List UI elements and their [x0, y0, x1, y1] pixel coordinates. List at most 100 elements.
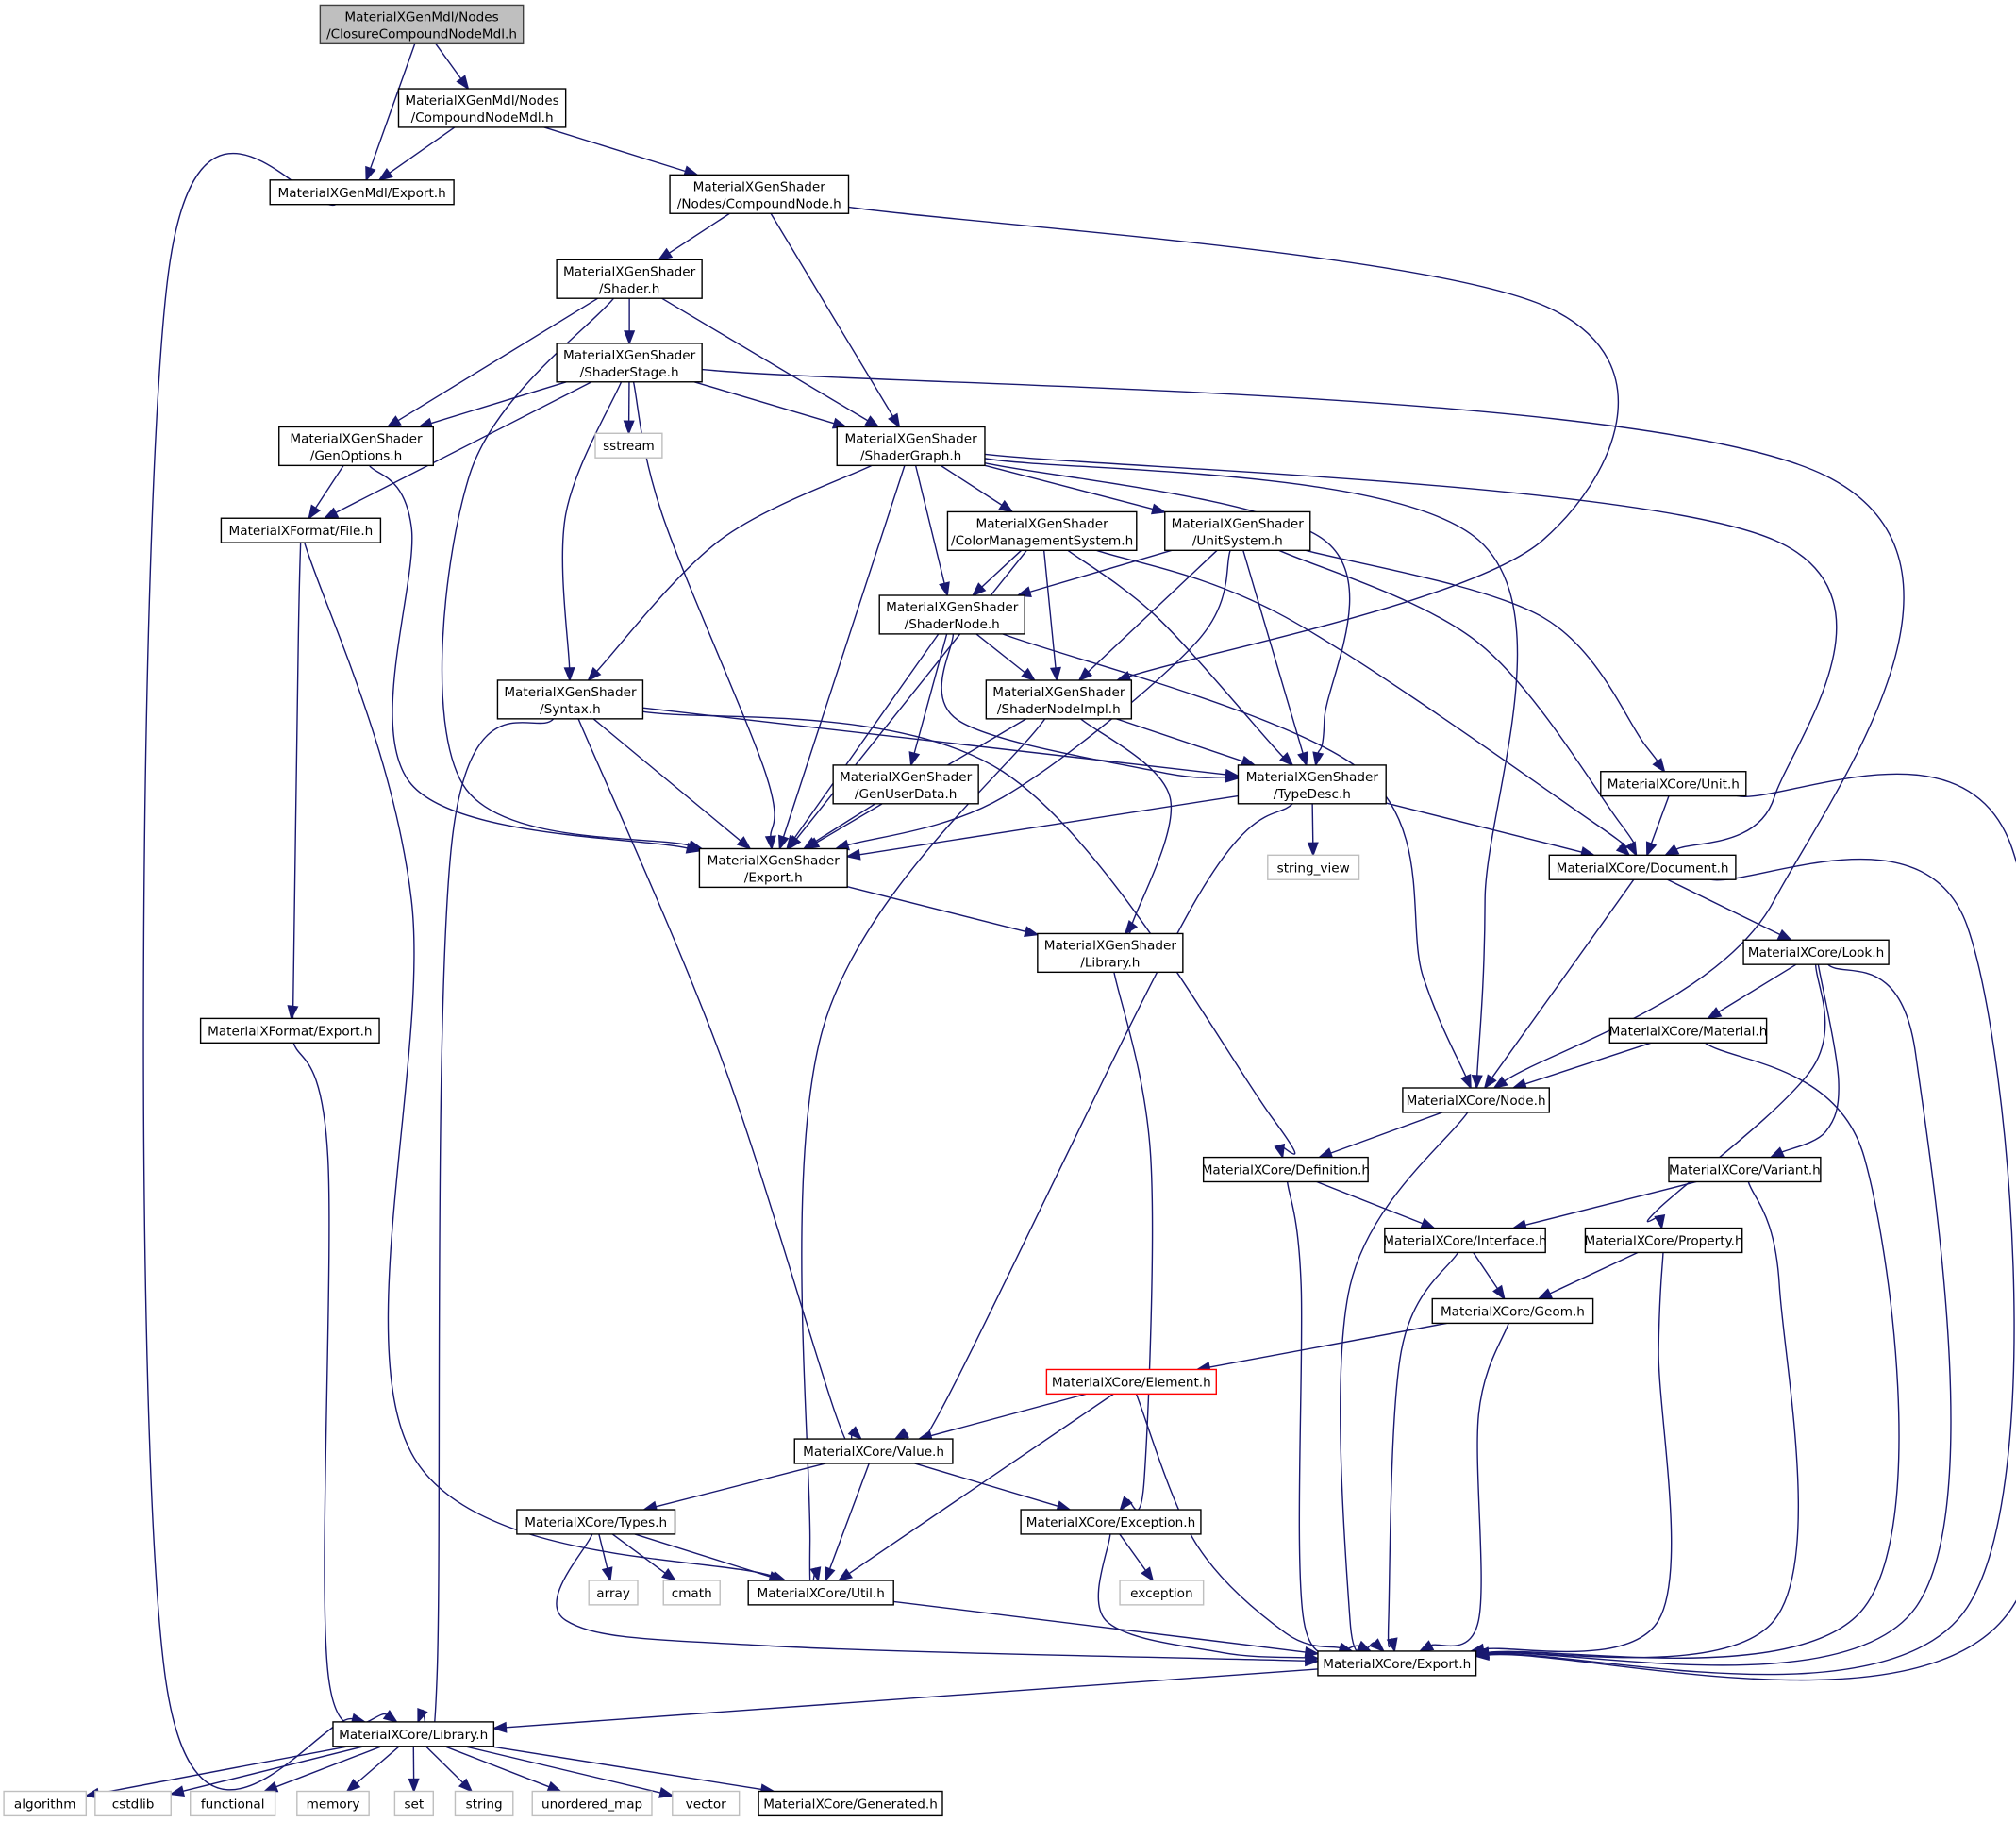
- node-document[interactable]: MaterialXCore/Document.h: [1548, 854, 1737, 880]
- node-userdata[interactable]: MaterialXGenShader/GenUserData.h: [832, 764, 979, 805]
- edge-graph-to-unitsys: [984, 464, 1167, 515]
- node-cms[interactable]: MaterialXGenShader/ColorManagementSystem…: [946, 510, 1138, 552]
- node-gsexport[interactable]: MaterialXGenShader/Export.h: [698, 847, 848, 889]
- node-snode[interactable]: MaterialXGenShader/ShaderNode.h: [878, 594, 1025, 635]
- node-box: [1431, 1297, 1594, 1325]
- node-label: /GenOptions.h: [310, 448, 402, 463]
- node-label: MaterialXCore/Variant.h: [1669, 1163, 1821, 1178]
- node-typedesc[interactable]: MaterialXGenShader/TypeDesc.h: [1237, 764, 1387, 805]
- node-graph[interactable]: MaterialXGenShader/ShaderGraph.h: [836, 426, 986, 467]
- node-cnmdl[interactable]: MaterialXGenMdl/Nodes/CompoundNodeMdl.h: [397, 88, 567, 128]
- node-gslibrary[interactable]: MaterialXGenShader/Library.h: [1037, 932, 1184, 974]
- node-string-view[interactable]: string_view: [1267, 854, 1360, 880]
- node-exception[interactable]: exception: [1119, 1580, 1205, 1606]
- node-box: [556, 259, 703, 299]
- node-label: cstdlib: [112, 1797, 155, 1812]
- node-label: MaterialXCore/Exception.h: [1026, 1515, 1195, 1530]
- node-shader[interactable]: MaterialXGenShader/Shader.h: [556, 259, 703, 299]
- node-array[interactable]: array: [588, 1580, 639, 1606]
- edge-geom-to-coreexport: [1418, 1323, 1509, 1652]
- node-label: sstream: [603, 439, 655, 454]
- node-string[interactable]: string: [454, 1790, 514, 1817]
- edge-unitsys-to-snode: [1016, 549, 1173, 597]
- arrowhead-icon: [1240, 755, 1257, 767]
- node-snimpl[interactable]: MaterialXGenShader/ShaderNodeImpl.h: [985, 679, 1133, 720]
- node-label: MaterialXCore/Geom.h: [1441, 1304, 1585, 1319]
- edges-layer: [84, 42, 2016, 1799]
- edge-value-to-exception-h: [914, 1463, 1072, 1512]
- node-geom[interactable]: MaterialXCore/Geom.h: [1431, 1297, 1594, 1325]
- arrowhead-icon: [939, 581, 950, 597]
- node-label: MaterialXCore/Element.h: [1052, 1375, 1211, 1390]
- node-interface[interactable]: MaterialXCore/Interface.h: [1383, 1227, 1547, 1254]
- node-mdlexport[interactable]: MaterialXGenMdl/Export.h: [269, 179, 455, 206]
- edge-unit-to-coreexport: [1474, 773, 2016, 1681]
- node-label: /Library.h: [1080, 955, 1140, 970]
- node-vector[interactable]: vector: [672, 1790, 741, 1817]
- edge-line: [425, 1746, 464, 1783]
- node-unitsys[interactable]: MaterialXGenShader/UnitSystem.h: [1164, 510, 1311, 552]
- edge-cms-to-typedesc: [1067, 549, 1294, 767]
- arrowhead-icon: [998, 499, 1014, 513]
- arrowhead-icon: [809, 1566, 822, 1582]
- node-box: [1037, 932, 1184, 974]
- edge-line: [292, 1043, 388, 1727]
- edge-line: [847, 550, 1231, 846]
- arrowhead-icon: [308, 504, 321, 520]
- node-stage[interactable]: MaterialXGenShader/ShaderStage.h: [556, 343, 703, 383]
- node-coreexport[interactable]: MaterialXCore/Export.h: [1317, 1650, 1477, 1677]
- node-algorithm[interactable]: algorithm: [3, 1790, 88, 1817]
- node-functional[interactable]: functional: [190, 1790, 276, 1817]
- node-label: MaterialXCore/Unit.h: [1608, 777, 1740, 793]
- node-unordered-map[interactable]: unordered_map: [531, 1790, 653, 1817]
- edge-material-to-node: [1511, 1042, 1652, 1090]
- node-label: MaterialXGenShader: [844, 431, 977, 446]
- edge-line: [984, 458, 1519, 1077]
- node-element[interactable]: MaterialXCore/Element.h: [1045, 1368, 1217, 1396]
- node-box: [531, 1790, 653, 1817]
- edge-cms-to-snimpl: [1042, 550, 1061, 682]
- node-exception-h[interactable]: MaterialXCore/Exception.h: [1020, 1509, 1202, 1535]
- arrowhead-icon: [845, 848, 861, 861]
- edge-interface-to-coreexport: [1386, 1252, 1459, 1653]
- node-value[interactable]: MaterialXCore/Value.h: [793, 1438, 954, 1464]
- arrowhead-icon: [908, 751, 921, 767]
- edge-cms-to-snode: [971, 549, 1023, 597]
- node-variant[interactable]: MaterialXCore/Variant.h: [1668, 1156, 1822, 1183]
- node-material[interactable]: MaterialXCore/Material.h: [1609, 1017, 1768, 1044]
- edge-line: [905, 803, 1293, 1460]
- node-types[interactable]: MaterialXCore/Types.h: [516, 1509, 676, 1535]
- arrowhead-icon: [417, 1707, 428, 1724]
- node-generated[interactable]: MaterialXCore/Generated.h: [758, 1790, 943, 1817]
- edge-line: [441, 297, 691, 846]
- arrowhead-icon: [1021, 667, 1037, 682]
- node-sstream[interactable]: sstream: [594, 432, 663, 459]
- node-compound[interactable]: MaterialXGenShader/Nodes/CompoundNode.h: [669, 174, 850, 214]
- edge-line: [793, 633, 940, 840]
- node-cmath[interactable]: cmath: [662, 1580, 721, 1606]
- node-genopts[interactable]: MaterialXGenShader/GenOptions.h: [278, 426, 434, 467]
- node-file[interactable]: MaterialXFormat/File.h: [220, 517, 382, 543]
- edge-line: [1781, 964, 1840, 1153]
- node-util[interactable]: MaterialXCore/Util.h: [747, 1580, 894, 1606]
- node-set[interactable]: set: [393, 1790, 434, 1817]
- node-node[interactable]: MaterialXCore/Node.h: [1402, 1087, 1550, 1113]
- node-syntax[interactable]: MaterialXGenShader/Syntax.h: [496, 679, 644, 720]
- node-unit[interactable]: MaterialXCore/Unit.h: [1600, 771, 1747, 797]
- node-cstdlib[interactable]: cstdlib: [94, 1790, 172, 1817]
- edge-line: [1488, 858, 2015, 1676]
- node-corelibrary[interactable]: MaterialXCore/Library.h: [332, 1721, 495, 1747]
- arrowhead-icon: [345, 1778, 361, 1793]
- node-property[interactable]: MaterialXCore/Property.h: [1585, 1227, 1743, 1254]
- edge-line: [668, 212, 730, 254]
- node-definition[interactable]: MaterialXCore/Definition.h: [1202, 1156, 1370, 1183]
- node-root[interactable]: MaterialXGenMdl/Nodes/ClosureCompoundNod…: [319, 4, 525, 45]
- node-box: [496, 679, 644, 720]
- node-look[interactable]: MaterialXCore/Look.h: [1742, 939, 1890, 965]
- node-memory[interactable]: memory: [296, 1790, 370, 1817]
- node-fmtexport[interactable]: MaterialXFormat/Export.h: [199, 1017, 380, 1044]
- edge-file-to-fmtexport: [287, 543, 302, 1032]
- node-box: [190, 1790, 276, 1817]
- node-box: [1119, 1580, 1205, 1606]
- edge-line: [693, 381, 835, 425]
